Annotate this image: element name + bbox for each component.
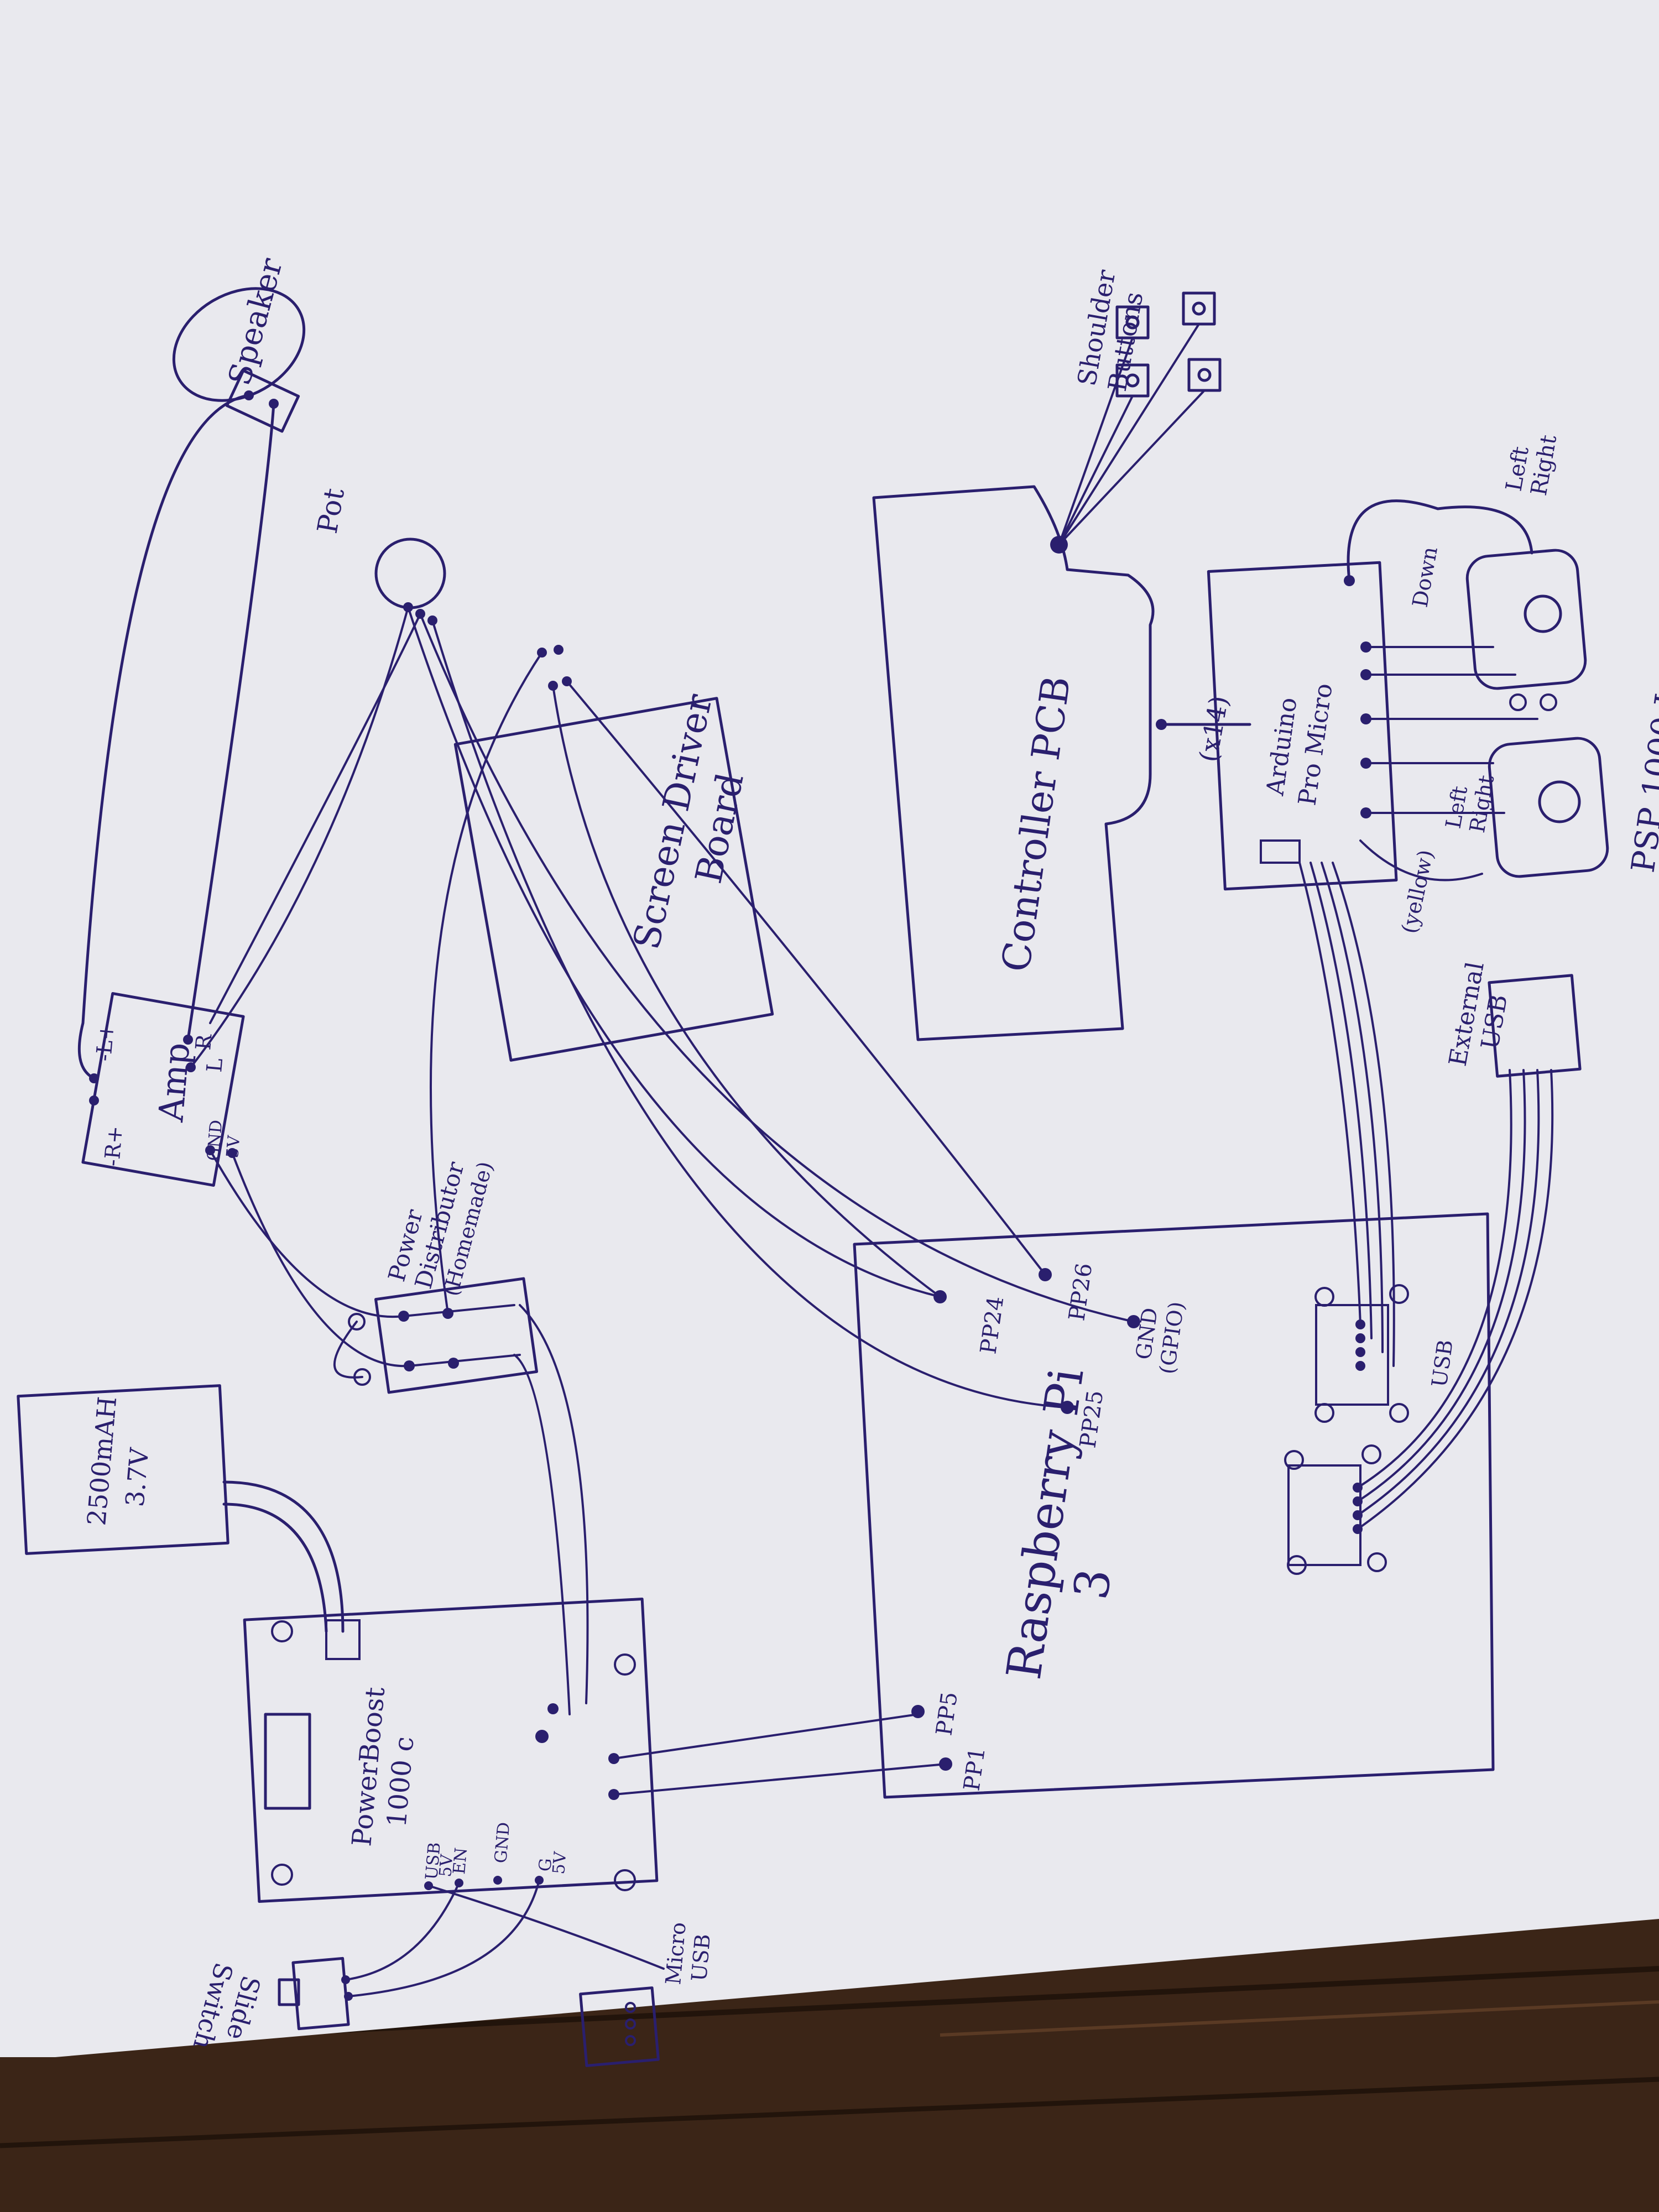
paper-sheet (0, 0, 1659, 2057)
raspberry-pi-board (853, 1212, 1495, 1799)
amp-label: Amp (150, 1041, 197, 1124)
micro-usb-label-line1: Micro (661, 1921, 691, 1986)
speaker-terminal-block (225, 369, 300, 433)
power-distributor (374, 1277, 539, 1394)
rpi-usb-port-1 (1315, 1304, 1389, 1406)
amp-pin-l-label: L (202, 1057, 227, 1073)
pb-pin-en: EN (450, 1847, 471, 1875)
rpi-pp5-label: PP5 (931, 1690, 963, 1737)
battery-label-line2: 3.7V (119, 1446, 154, 1507)
pot-label: Pot (311, 486, 351, 536)
amp-pins-r: -R+ (100, 1125, 127, 1167)
external-usb-connector (1488, 974, 1582, 1078)
controller-pcb-outline (872, 485, 1155, 1041)
screen-driver-board (453, 697, 774, 1062)
pb-pin-5v2: 5V (549, 1850, 571, 1875)
pb-pin-gnd: GND (491, 1822, 514, 1864)
pb-pin-g: G (535, 1858, 556, 1872)
speaker-circle (172, 287, 306, 402)
pb-pin-usb: USB (422, 1841, 445, 1881)
amp-pins-l: -L+ (91, 1021, 119, 1062)
slide-switch (291, 1957, 350, 2031)
battery-pack (17, 1384, 229, 1555)
pb-pin-5v: 5V (436, 1853, 457, 1878)
joystick-right (1465, 549, 1587, 690)
arduino-pro-micro (1207, 561, 1398, 891)
powerboost-board (243, 1598, 659, 1903)
amp-gnd-label: GND (204, 1119, 226, 1162)
micro-usb-label-line2: USB (687, 1933, 715, 1982)
micro-usb-port (579, 1986, 660, 2067)
rpi-pp1-label: PP1 (959, 1745, 990, 1792)
amp-pin-r-label: R (191, 1032, 216, 1051)
